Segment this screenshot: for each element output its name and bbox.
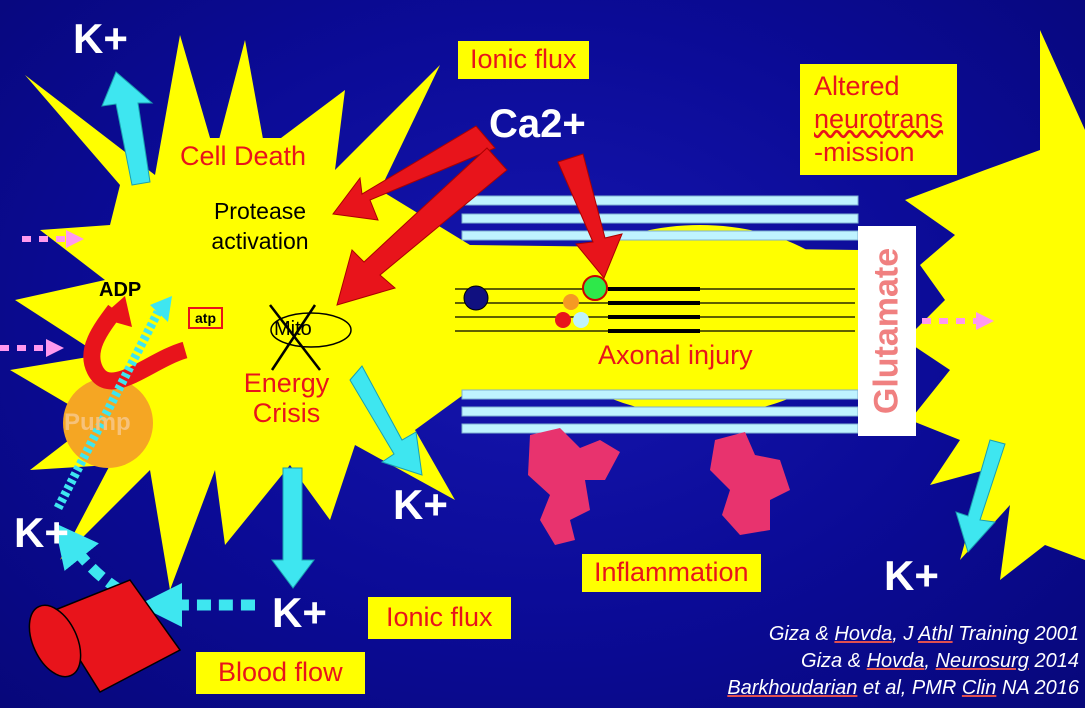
inflammation-blob-2 [710,432,790,535]
cell-death-label: Cell Death [168,138,318,176]
protease-line-2: activation [190,227,330,257]
energy-crisis-label: Energy Crisis [229,368,344,428]
ref-text: Athl [918,623,952,645]
pump-label: Pump [64,409,131,437]
mito-label: Mito [274,318,312,341]
protease-line-1: Protease [190,197,330,227]
reference-3: Barkhoudarian et al, PMR Clin NA 2016 [727,675,1079,702]
organelle-navy [464,286,488,310]
k-plus-middle: K+ [393,484,448,526]
calcium-label: Ca2+ [489,104,586,144]
inflammation-blob-1 [528,428,620,545]
protease-activation-label: Protease activation [190,197,330,257]
blood-flow-label: Blood flow [196,652,365,694]
organelle-cyan [573,312,589,328]
atp-label: atp [188,307,223,329]
altered-neurotransmission-label: Altered neurotrans -mission [800,64,957,175]
organelle-green [583,276,607,300]
energy-line-2: Crisis [229,398,344,428]
altered-line-2: neurotrans [814,103,943,136]
glutamate-box: Glutamate [858,226,916,436]
inflammation-label: Inflammation [582,554,761,592]
ref-text: Training 2001 [953,623,1079,645]
axonal-injury-label: Axonal injury [598,340,753,370]
ref-text: Hovda [867,650,925,672]
ionic-flux-top-label: Ionic flux [458,41,589,79]
reference-1: Giza & Hovda, J Athl Training 2001 [727,621,1079,648]
ref-text: Giza & [801,650,867,672]
ref-text: et al, PMR [857,677,961,699]
k-plus-right: K+ [884,555,939,597]
k-return-dashed-2 [68,540,120,590]
ref-text: Neurosurg [936,650,1029,672]
reference-2: Giza & Hovda, Neurosurg 2014 [727,648,1079,675]
ref-text: 2014 [1029,650,1079,672]
ref-text: Clin [962,677,996,699]
ref-text: Hovda [834,623,892,645]
k-plus-left: K+ [14,512,69,554]
blood-vessel [19,580,180,692]
glutamate-label: Glutamate [868,248,907,414]
ref-text: , [924,650,935,672]
ref-text: NA 2016 [996,677,1079,699]
organelle-red [555,312,571,328]
ref-text: Barkhoudarian [727,677,857,699]
ref-text: , J [892,623,918,645]
organelle-orange [563,294,579,310]
k-plus-bottom: K+ [272,592,327,634]
altered-line-1: Altered [814,70,943,103]
adp-label: ADP [99,279,141,302]
ref-text: Giza & [769,623,835,645]
k-plus-top-left: K+ [73,18,128,60]
references: Giza & Hovda, J Athl Training 2001 Giza … [727,621,1079,702]
energy-line-1: Energy [229,368,344,398]
altered-line-3: -mission [814,136,943,169]
ionic-flux-bottom-label: Ionic flux [368,597,511,639]
